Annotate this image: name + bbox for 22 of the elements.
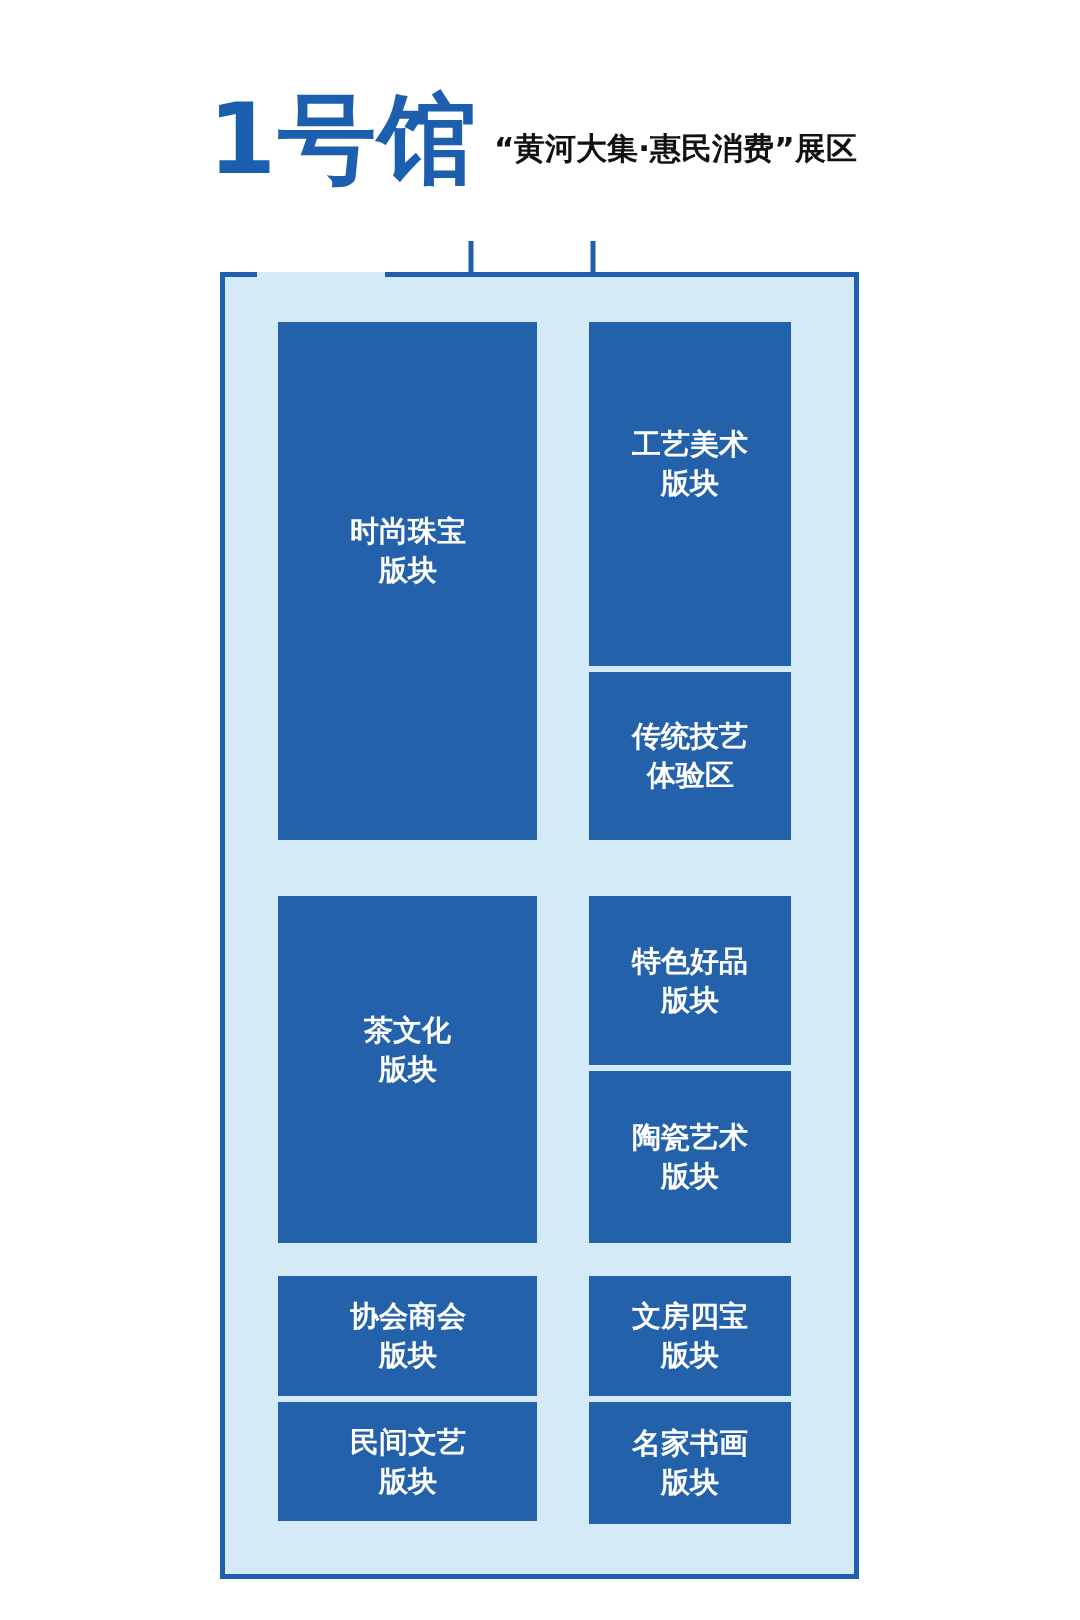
zone-label: 文房四宝版块 [632, 1298, 748, 1374]
zone-label: 时尚珠宝版块 [349, 513, 466, 589]
zone-block [589, 1402, 791, 1524]
zone-block [589, 322, 791, 666]
zone-block [278, 1276, 537, 1396]
zone-block [278, 896, 537, 1243]
zone-label: 协会商会版块 [349, 1298, 466, 1374]
zone-label: 特色好品版块 [632, 942, 748, 1019]
zone-label: 茶文化版块 [364, 1011, 451, 1088]
zone-block [278, 322, 537, 840]
zone-label: 名家书画版块 [632, 1425, 748, 1501]
zone-block [589, 896, 791, 1065]
zone-label: 工艺美术版块 [632, 426, 748, 502]
zone-block [589, 1276, 791, 1396]
zone-subtitle: “黄河大集·惠民消费”展区 [494, 129, 857, 168]
zone-label: 传统技艺体验区 [632, 718, 748, 794]
zone-block [589, 1071, 791, 1243]
zone-label: 陶瓷艺术版块 [632, 1119, 748, 1195]
zone-block [278, 1402, 537, 1521]
hall-title: 1号馆 [208, 86, 479, 194]
zone-label: 民间文艺版块 [349, 1423, 466, 1500]
zone-block [589, 672, 791, 840]
